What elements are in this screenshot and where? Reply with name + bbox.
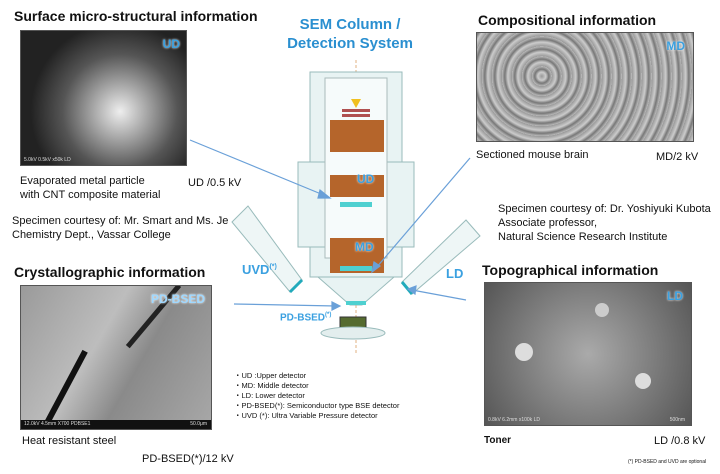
condenser-lens-coil — [330, 120, 384, 152]
ld-detector-tube — [400, 219, 481, 295]
surface-condition: UD /0.5 kV — [188, 177, 242, 189]
crystallographic-condition: PD-BSED(*)/12 kV — [142, 453, 234, 465]
image-info-bar: 12.0kV 4.5mm X700 PDBSE1 50.0μm — [21, 420, 211, 429]
image-tag: PD-BSED — [150, 292, 205, 306]
image-info-bar: 0.8kV 6.2mm x100k LD 500nm — [485, 416, 691, 425]
diagram-title: SEM Column / Detection System — [280, 15, 420, 53]
ld-label: LD — [446, 266, 464, 281]
title-line-1: SEM Column / — [299, 16, 401, 33]
crystallographic-sem-image: PD-BSED 12.0kV 4.5mm X700 PDBSE1 50.0μm — [20, 285, 212, 430]
topographical-sem-image: LD 0.8kV 6.2mm x100k LD 500nm — [484, 282, 692, 426]
image-info: 12.0kV 4.5mm X700 PDBSE1 — [24, 421, 91, 427]
compositional-condition: MD/2 kV — [656, 151, 699, 163]
pd-bsed-label: PD-BSED(*) — [280, 312, 331, 323]
pd-bsed-optional-mark: (*) — [325, 312, 332, 318]
surface-credit-1: Specimen courtesy of: Mr. Smart and Ms. … — [12, 215, 229, 227]
uvd-label: UVD(*) — [242, 262, 277, 277]
legend-item: ・UVD (*): Ultra Variable Pressure detect… — [234, 411, 378, 420]
compositional-sem-image: MD — [476, 32, 694, 142]
image-info: 0.8kV 6.2mm x100k LD — [488, 417, 540, 423]
legend-item: ・LD: Lower detector — [234, 391, 305, 400]
surface-caption-2: with CNT composite material — [20, 189, 161, 201]
middle-detector-plate — [340, 266, 372, 271]
topographical-caption: Toner — [484, 435, 512, 446]
ud-label: UD — [357, 172, 375, 186]
upper-detector-plate — [340, 202, 372, 207]
legend-item: ・PD-BSED(*): Semiconductor type BSE dete… — [234, 401, 400, 410]
pd-bsed-text: PD-BSED — [280, 312, 326, 324]
surface-heading: Surface micro-structural information — [14, 8, 258, 24]
footnote: (*) PD-BSED and UVD are optional — [628, 459, 707, 465]
uvd-optional-mark: (*) — [269, 263, 277, 271]
detector-legend: ・UD :Upper detector ・MD: Middle detector… — [234, 371, 399, 421]
compositional-credit-2: Associate professor, — [498, 217, 598, 229]
compositional-heading: Compositional information — [478, 12, 657, 28]
scale-bar-label: 50.0μm — [190, 421, 207, 427]
title-line-2: Detection System — [287, 35, 413, 52]
image-tag: MD — [666, 39, 685, 53]
pointer-arrows — [189, 139, 471, 311]
compositional-credit-1: Specimen courtesy of: Dr. Yoshiyuki Kubo… — [498, 203, 711, 215]
specimen-stage — [320, 326, 386, 340]
surface-credit-2: Chemistry Dept., Vassar College — [12, 229, 171, 241]
compositional-credit-3: Natural Science Research Institute — [498, 231, 668, 243]
scale-bar-label: 500nm — [669, 417, 685, 423]
topographical-condition: LD /0.8 kV — [654, 435, 706, 447]
electron-source-icon — [351, 99, 361, 108]
crystallographic-heading: Crystallographic information — [14, 264, 206, 280]
crystallographic-caption: Heat resistant steel — [22, 435, 117, 447]
uvd-text: UVD — [242, 262, 270, 277]
image-tag: UD — [162, 37, 180, 51]
objective-coil-upper — [330, 175, 384, 197]
uvd-detector-tube — [231, 205, 304, 294]
legend-item: ・MD: Middle detector — [234, 381, 309, 390]
md-label: MD — [355, 240, 374, 254]
pd-bsed-plate — [346, 301, 366, 305]
condenser-aperture — [342, 109, 370, 112]
compositional-caption: Sectioned mouse brain — [476, 149, 589, 161]
surface-caption-1: Evaporated metal particle — [20, 175, 145, 187]
image-tag: LD — [667, 289, 683, 303]
surface-sem-image: UD 5.0kV 0.5kV x50k LD — [20, 30, 187, 166]
image-info-bar: 5.0kV 0.5kV x50k LD — [24, 157, 71, 163]
topographical-heading: Topographical information — [482, 262, 659, 278]
legend-item: ・UD :Upper detector — [234, 371, 307, 380]
